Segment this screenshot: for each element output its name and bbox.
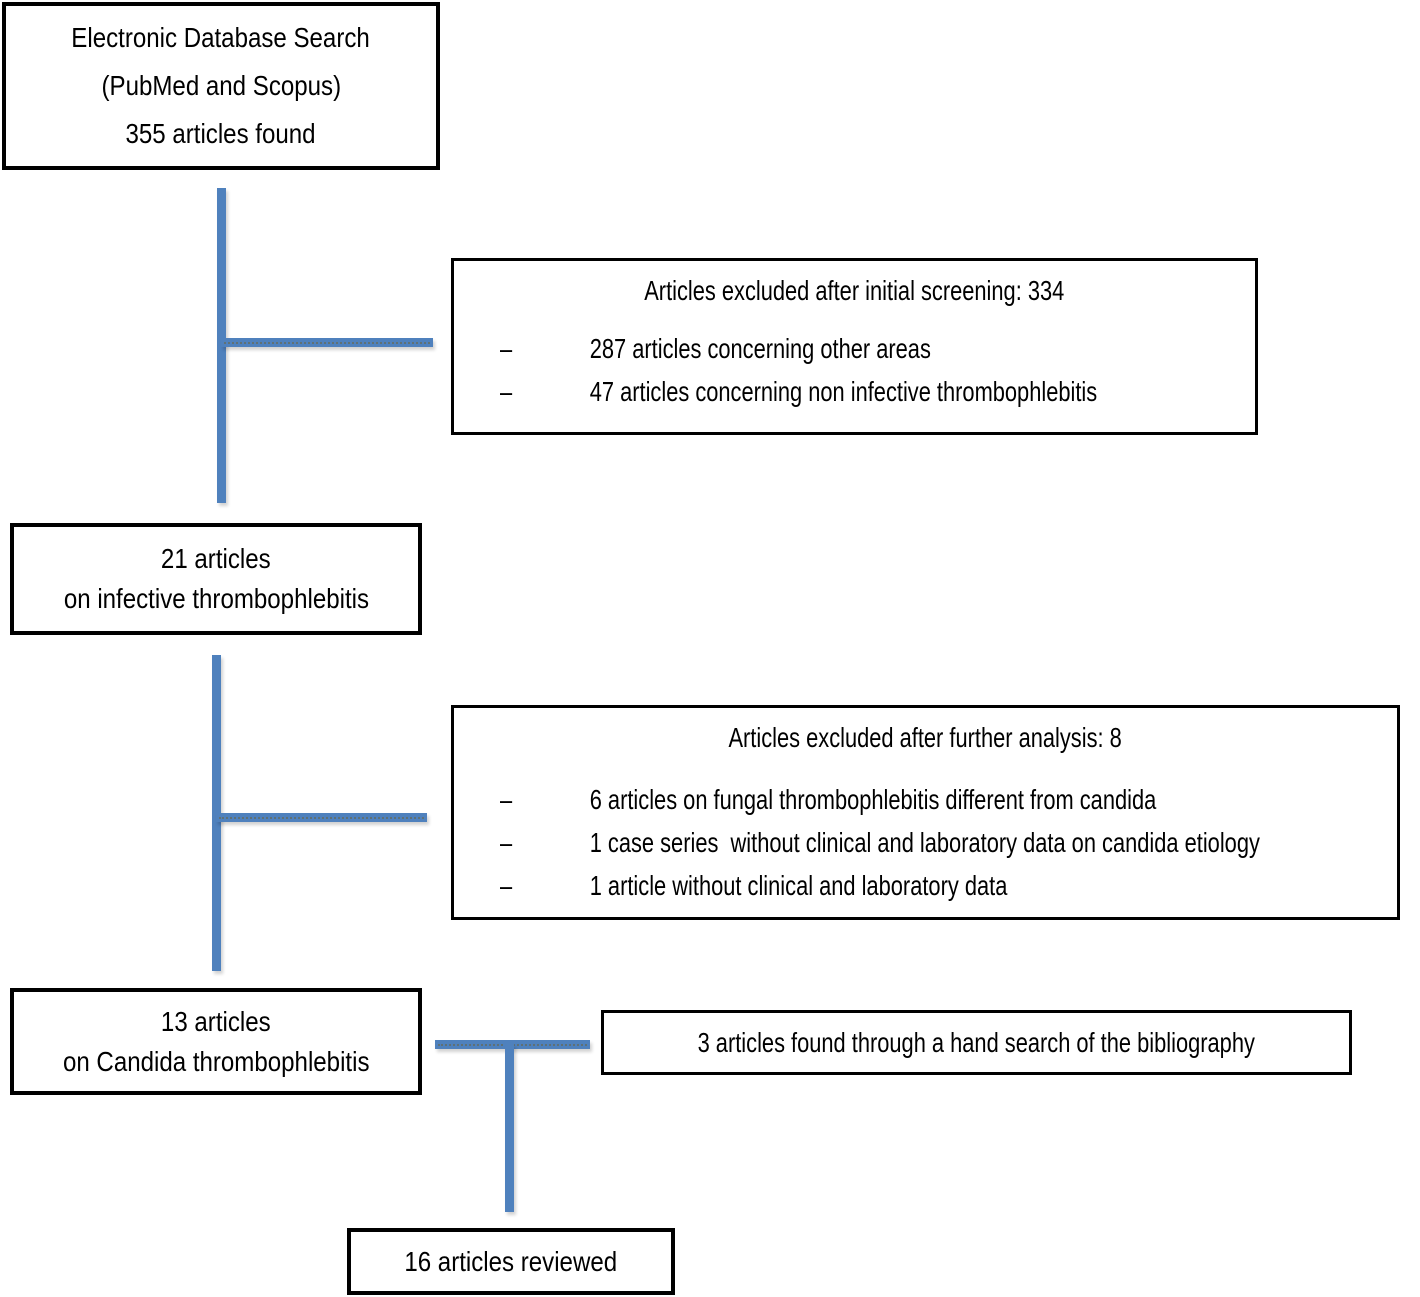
infective-line2: on infective thrombophlebitis	[63, 583, 369, 614]
dash-bullet: –	[500, 376, 513, 407]
excluded-further-item-text: 6 articles on fungal thrombophlebitis di…	[589, 784, 1157, 815]
dash-bullet: –	[500, 333, 513, 364]
box-hand-search: 3 articles found through a hand search o…	[601, 1010, 1352, 1075]
hand-search-text: 3 articles found through a hand search o…	[697, 1026, 1256, 1058]
dash-bullet: –	[500, 827, 513, 858]
box-excluded-further-analysis: Articles excluded after further analysis…	[451, 705, 1400, 920]
connector-branch-excluded-initial-line	[221, 338, 433, 347]
box-candida-thrombophlebitis: 13 articles on Candida thrombophlebitis	[10, 988, 422, 1095]
excluded-initial-item-text: 47 articles concerning non infective thr…	[589, 376, 1098, 407]
dash-bullet: –	[500, 870, 513, 901]
connector-to-reviewed-line	[505, 1044, 514, 1212]
box-articles-reviewed: 16 articles reviewed	[347, 1228, 675, 1295]
excluded-further-items: – 6 articles on fungal thrombophlebitis …	[454, 778, 1397, 907]
excluded-initial-item-text: 287 articles concerning other areas	[589, 333, 931, 364]
excluded-initial-title: Articles excluded after initial screenin…	[644, 275, 1065, 306]
excluded-further-title: Articles excluded after further analysis…	[728, 722, 1123, 753]
infective-line1: 21 articles	[161, 543, 271, 574]
candida-line1: 13 articles	[161, 1005, 271, 1037]
box-infective-thrombophlebitis: 21 articles on infective thrombophlebiti…	[10, 523, 422, 635]
database-search-line2: (PubMed and Scopus)	[101, 70, 341, 101]
excluded-further-item: – 1 case series without clinical and lab…	[454, 821, 1260, 864]
box-database-search: Electronic Database Search (PubMed and S…	[2, 2, 440, 170]
excluded-initial-item: – 47 articles concerning non infective t…	[454, 370, 1097, 413]
excluded-further-item: – 6 articles on fungal thrombophlebitis …	[454, 778, 1190, 821]
database-search-line1: Electronic Database Search	[71, 22, 371, 53]
excluded-further-item-text: 1 article without clinical and laborator…	[589, 870, 1008, 901]
candida-line2: on Candida thrombophlebitis	[62, 1045, 370, 1077]
excluded-initial-item: – 287 articles concerning other areas	[454, 327, 1079, 370]
database-search-line3: 355 articles found	[125, 118, 317, 149]
connector-branch-excluded-further-line	[216, 813, 427, 822]
dash-bullet: –	[500, 784, 513, 815]
reviewed-text: 16 articles reviewed	[404, 1245, 618, 1277]
excluded-further-item: – 1 article without clinical and laborat…	[454, 864, 1190, 907]
excluded-initial-items: – 287 articles concerning other areas – …	[454, 327, 1255, 413]
excluded-further-item-text: 1 case series without clinical and labor…	[589, 827, 1260, 858]
box-excluded-initial-screening: Articles excluded after initial screenin…	[451, 258, 1258, 435]
